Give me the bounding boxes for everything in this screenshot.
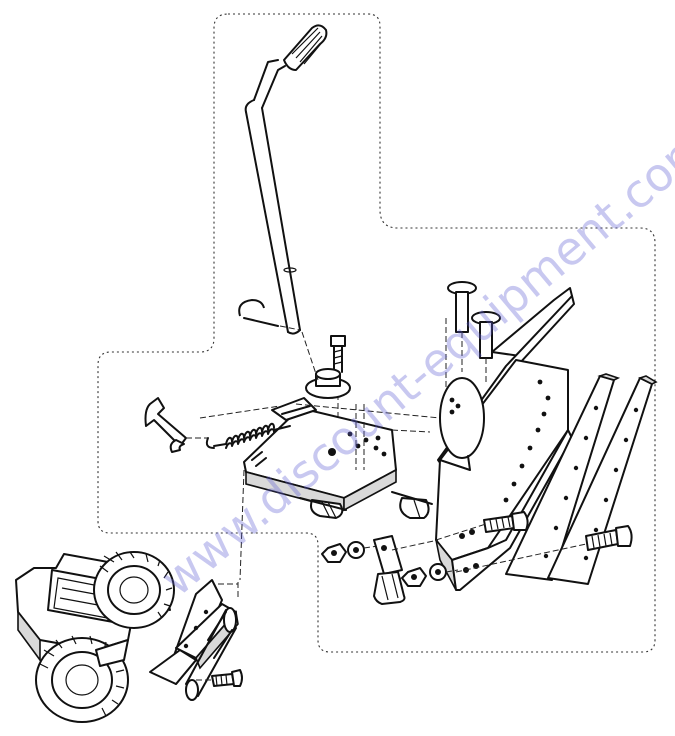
blade-bolt-upper — [483, 511, 529, 533]
handle-grip — [283, 24, 328, 71]
blade-bolt-lower — [585, 525, 633, 551]
wheel-front — [35, 635, 129, 723]
hitch-pin-short — [471, 311, 501, 382]
wheel-rear — [93, 551, 175, 629]
wear-strip-front — [505, 373, 621, 581]
assembly-line-bolts — [435, 523, 587, 573]
tractor-vehicle — [15, 551, 175, 723]
wear-strip-rear — [547, 375, 658, 585]
assembly-line-plate-right — [391, 429, 431, 433]
assembly-line-plate-top — [199, 403, 441, 419]
assembly-line-frame — [218, 582, 239, 600]
clevis-pin-left — [238, 299, 301, 331]
hitch-frame-bracket — [149, 579, 239, 701]
hitch-pin-tall — [447, 281, 477, 372]
nut-washer-set-upper — [321, 541, 379, 563]
assembly-line-plate-down — [239, 469, 245, 581]
blade-assembly — [435, 287, 575, 591]
base-plate — [243, 397, 397, 512]
pivot-mount — [305, 368, 351, 399]
nut-washer-set-lower — [389, 563, 459, 587]
tension-spring — [205, 422, 291, 449]
frame-bolt — [196, 669, 243, 687]
angle-bracket — [373, 535, 439, 605]
handle-bar — [244, 59, 301, 335]
assembly-line-center — [355, 404, 365, 470]
spring-hook-lever — [144, 397, 208, 453]
lynch-pin-center — [299, 497, 347, 519]
lynch-pin-right — [391, 491, 433, 519]
